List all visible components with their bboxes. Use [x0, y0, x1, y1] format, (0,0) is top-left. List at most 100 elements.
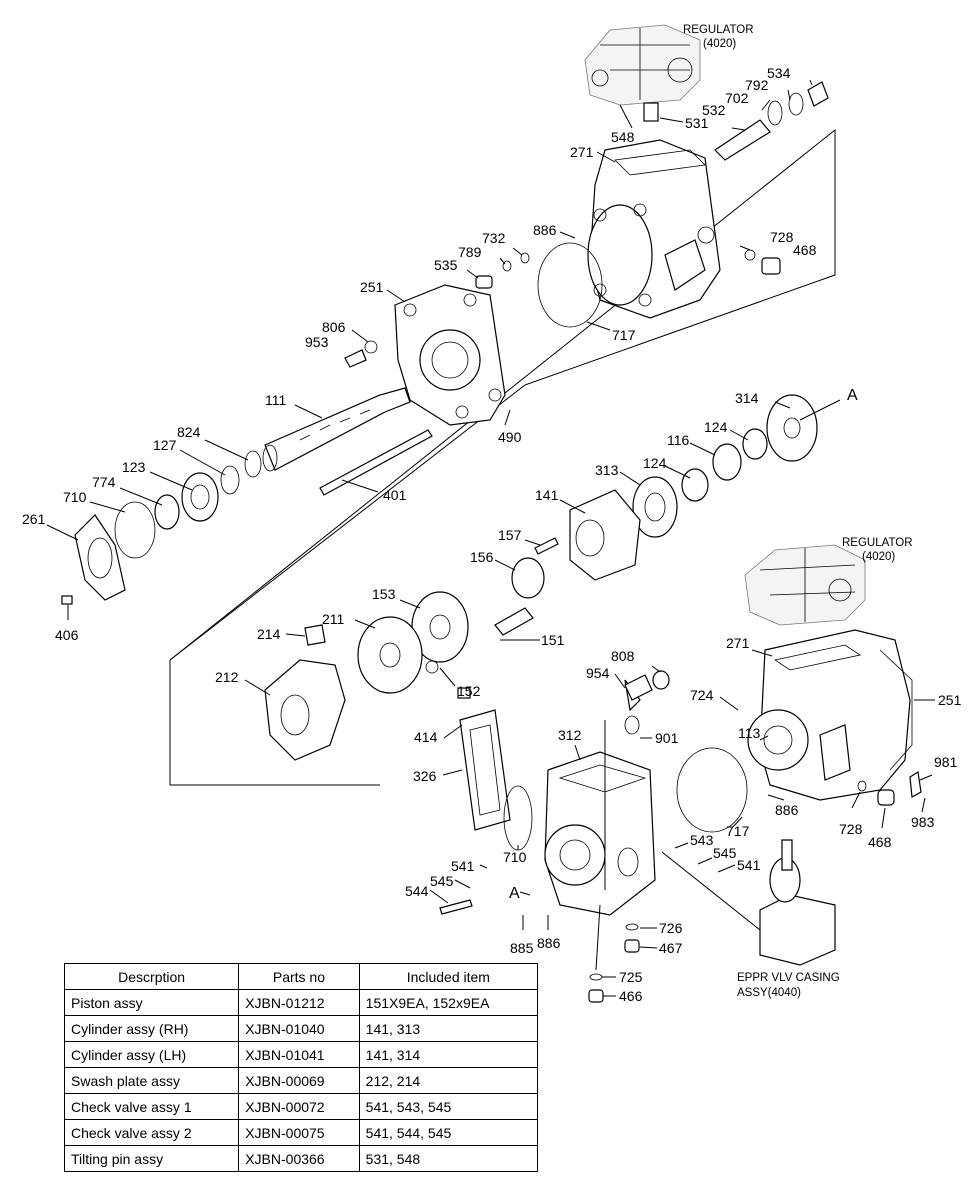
label-724: 724 — [690, 687, 714, 703]
label-211: 211 — [322, 611, 345, 627]
header-included-item: Included item — [358, 963, 539, 990]
fittings-535-789-732 — [344, 252, 530, 368]
cell-included-item: 141, 314 — [358, 1041, 539, 1068]
callout-labels: REGULATOR (4020) 534 792 702 532 531 548… — [22, 24, 962, 1004]
label-A-upper: A — [847, 387, 858, 404]
label-406: 406 — [55, 627, 79, 643]
label-702: 702 — [725, 90, 749, 106]
cover-261 — [61, 514, 126, 605]
cell-included-item: 541, 544, 545 — [358, 1119, 539, 1146]
label-885: 885 — [510, 940, 534, 956]
cell-description: Tilting pin assy — [63, 1145, 240, 1172]
label-regulator-top: REGULATOR — [683, 24, 754, 36]
label-534: 534 — [767, 65, 791, 81]
label-314: 314 — [735, 390, 759, 406]
cell-parts-no: XJBN-00069 — [238, 1067, 360, 1094]
table-row: Cylinder assy (RH) XJBN-01040 141, 313 — [63, 1015, 539, 1042]
label-824: 824 — [177, 424, 201, 440]
label-726: 726 — [659, 920, 683, 936]
casing-271-assembled — [747, 629, 922, 806]
table-row: Piston assy XJBN-01212 151X9EA, 152x9EA — [63, 989, 539, 1016]
table-row: Swash plate assy XJBN-00069 212, 214 — [63, 1067, 539, 1094]
header-description: Descrption — [63, 963, 240, 990]
cell-description: Cylinder assy (LH) — [63, 1041, 240, 1068]
label-214: 214 — [257, 626, 281, 642]
label-806: 806 — [322, 319, 346, 335]
label-313: 313 — [595, 462, 619, 478]
label-981: 981 — [934, 754, 958, 770]
cell-description: Cylinder assy (RH) — [63, 1015, 240, 1042]
label-954: 954 — [586, 665, 610, 681]
gasket-326 — [457, 687, 533, 851]
label-789: 789 — [458, 244, 482, 260]
table-row: Check valve assy 1 XJBN-00072 541, 543, … — [63, 1093, 539, 1120]
label-808: 808 — [611, 648, 635, 664]
valve-block-251-upper — [394, 284, 506, 426]
label-886-lower-right: 886 — [775, 802, 799, 818]
label-545-right: 545 — [713, 845, 737, 861]
label-212: 212 — [215, 669, 239, 685]
label-152: 152 — [457, 683, 481, 699]
label-728-lower: 728 — [839, 821, 863, 837]
table-header-row: Descrption Parts no Included item — [63, 963, 539, 990]
label-543: 543 — [690, 832, 714, 848]
cell-description: Piston assy — [63, 989, 240, 1016]
bearings-and-rings — [114, 450, 262, 559]
cell-included-item: 151X9EA, 152x9EA — [358, 989, 539, 1016]
label-261: 261 — [22, 511, 46, 527]
cell-description: Check valve assy 2 — [63, 1119, 240, 1146]
label-725: 725 — [619, 969, 643, 985]
table-row: Tilting pin assy XJBN-00366 531, 548 — [63, 1145, 539, 1172]
table-row: Check valve assy 2 XJBN-00075 541, 544, … — [63, 1119, 539, 1146]
label-710-lower: 710 — [503, 849, 527, 865]
cell-parts-no: XJBN-01041 — [238, 1041, 360, 1068]
label-113: 113 — [738, 725, 761, 741]
label-732: 732 — [482, 230, 506, 246]
label-157: 157 — [498, 527, 522, 543]
label-153: 153 — [372, 586, 396, 602]
label-774: 774 — [92, 474, 116, 490]
label-541-right: 541 — [737, 857, 761, 873]
label-251-upper: 251 — [360, 279, 384, 295]
label-401: 401 — [383, 487, 407, 503]
cell-parts-no: XJBN-01040 — [238, 1015, 360, 1042]
cell-included-item: 531, 548 — [358, 1145, 539, 1172]
label-710-upper: 710 — [63, 489, 87, 505]
shaft-111 — [262, 387, 411, 472]
label-151: 151 — [541, 632, 565, 648]
swash-plate-212 — [264, 624, 346, 761]
label-468-lower: 468 — [868, 834, 892, 850]
label-953: 953 — [305, 334, 329, 350]
eppr-valve-casing — [759, 839, 836, 966]
label-271-upper: 271 — [570, 144, 594, 160]
label-271-lower: 271 — [726, 635, 750, 651]
label-467: 467 — [659, 940, 683, 956]
label-127: 127 — [153, 437, 177, 453]
label-886-upper: 886 — [533, 222, 557, 238]
label-728-upper: 728 — [770, 229, 794, 245]
pin-401 — [319, 429, 433, 496]
label-123: 123 — [122, 459, 146, 475]
header-parts-no: Parts no — [238, 963, 360, 990]
gasket-717-lower — [676, 747, 748, 833]
label-490: 490 — [498, 429, 522, 445]
label-717-upper: 717 — [612, 327, 636, 343]
label-983: 983 — [911, 814, 935, 830]
cell-parts-no: XJBN-00072 — [238, 1093, 360, 1120]
label-548: 548 — [611, 129, 635, 145]
label-124-b: 124 — [643, 455, 667, 471]
label-544: 544 — [405, 883, 429, 899]
label-116: 116 — [667, 432, 690, 448]
label-886-bottom: 886 — [537, 935, 561, 951]
table-row: Cylinder assy (LH) XJBN-01041 141, 314 — [63, 1041, 539, 1068]
rotating-group — [357, 394, 818, 694]
label-466: 466 — [619, 988, 643, 1004]
cell-included-item: 541, 543, 545 — [358, 1093, 539, 1120]
label-535: 535 — [434, 257, 458, 273]
label-326: 326 — [413, 768, 437, 784]
leader-lines — [46, 79, 935, 997]
label-regulator-top-code: (4020) — [703, 38, 736, 50]
label-eppr-line1: EPPR VLV CASING — [737, 972, 840, 984]
parts-table: Descrption Parts no Included item Piston… — [63, 963, 539, 1172]
label-A-lower: A — [509, 885, 520, 902]
